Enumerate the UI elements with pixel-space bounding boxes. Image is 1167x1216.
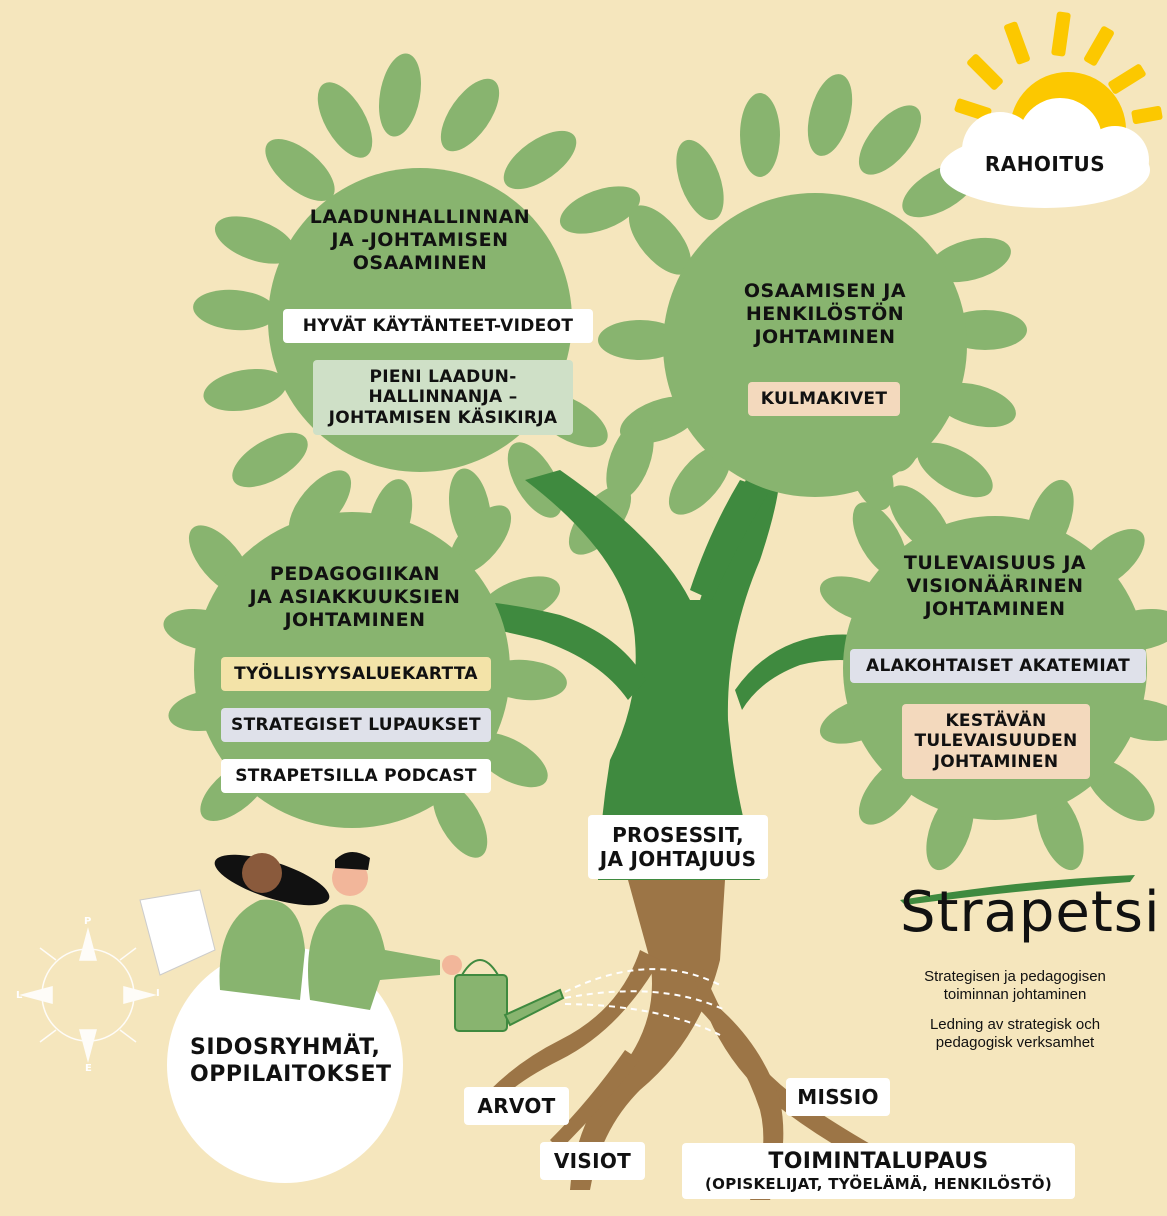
leaf bbox=[193, 289, 277, 331]
box-line: TULEVAISUUDEN bbox=[914, 731, 1078, 752]
heading-line: JOHTAMINEN bbox=[924, 598, 1066, 621]
mission-box[interactable]: MISSIO bbox=[786, 1078, 890, 1116]
operating-promise-box[interactable]: TOIMINTALUPAUS (OPISKELIJAT, TYÖELÄMÄ, H… bbox=[682, 1143, 1075, 1200]
leaf bbox=[448, 505, 512, 575]
compass-north-letter: P bbox=[84, 916, 92, 927]
circle-future-heading: TULEVAISUUS JA VISIONÄÄRINEN JOHTAMINEN bbox=[880, 552, 1110, 622]
watering-can-icon bbox=[454, 959, 565, 1032]
leaf bbox=[929, 237, 1011, 283]
leaf bbox=[917, 442, 993, 498]
leaf bbox=[559, 186, 641, 234]
box-line: KESTÄVÄN bbox=[945, 711, 1047, 731]
leaf bbox=[440, 78, 500, 152]
values-box[interactable]: ARVOT bbox=[464, 1087, 569, 1125]
leaf bbox=[858, 105, 922, 175]
circle-quality-heading: LAADUNHALLINNAN JA -JOHTAMISEN OSAAMINEN bbox=[300, 206, 540, 276]
brand-swoosh bbox=[900, 875, 1135, 905]
visions-box[interactable]: VISIOT bbox=[540, 1142, 645, 1180]
heading-line: VISIONÄÄRINEN bbox=[906, 575, 1084, 598]
tagline-line: pedagogisk verksamhet bbox=[935, 1034, 1095, 1051]
label-line: OPPILAITOKSET bbox=[190, 1061, 392, 1087]
circle-pedagogy-heading: PEDAGOGIIKAN JA ASIAKKUUKSIEN JOHTAMINEN bbox=[225, 563, 485, 633]
heading-line: JOHTAMINEN bbox=[284, 609, 426, 632]
strapetsi-logo: Strapetsi bbox=[900, 880, 1161, 945]
podcast-box[interactable]: STRAPETSILLA PODCAST bbox=[221, 759, 491, 794]
good-practices-videos-box[interactable]: HYVÄT KÄYTÄNTEET-VIDEOT bbox=[283, 309, 593, 344]
leaf bbox=[676, 139, 724, 221]
leaf bbox=[807, 74, 853, 156]
tagline-line: Strategisen ja pedagogisen bbox=[924, 968, 1106, 985]
box-line: JOHTAMISEN KÄSIKIRJA bbox=[328, 407, 558, 428]
compass-east-letter: I bbox=[156, 988, 160, 999]
box-line: JOHTAMINEN bbox=[933, 751, 1059, 772]
leaf bbox=[378, 53, 422, 137]
leaf bbox=[598, 320, 682, 360]
sustainable-future-box[interactable]: KESTÄVÄN TULEVAISUUDEN JOHTAMINEN bbox=[902, 704, 1090, 780]
tagline-line: toiminnan johtaminen bbox=[943, 986, 1087, 1003]
compass-south-letter: E bbox=[85, 1063, 92, 1074]
tagline-sv: Ledning av strategisk och pedagogisk ver… bbox=[890, 1016, 1140, 1052]
leaf bbox=[606, 419, 654, 501]
leaf bbox=[317, 82, 373, 158]
compass-icon bbox=[19, 927, 157, 1063]
leaf bbox=[668, 445, 732, 515]
heading-line: OSAAMISEN JA bbox=[743, 280, 907, 302]
box-line: JA JOHTAJUUS bbox=[599, 847, 757, 871]
label-line: SIDOSRYHMÄT, bbox=[190, 1035, 381, 1060]
box-line: HALLINNANJA – bbox=[368, 387, 518, 408]
box-line: PIENI LAADUN- bbox=[369, 367, 517, 387]
heading-line: JA -JOHTAMISEN bbox=[331, 229, 509, 252]
tagline-line: Ledning av strategisk och bbox=[929, 1016, 1101, 1033]
stakeholders-label: SIDOSRYHMÄT, OPPILAITOKSET bbox=[190, 1035, 392, 1089]
cloud-icon bbox=[940, 98, 1150, 208]
people-illustration bbox=[139, 851, 462, 1010]
compass-west-letter: L bbox=[16, 990, 23, 1001]
leaf bbox=[740, 93, 780, 177]
leaf bbox=[472, 732, 548, 788]
leaf bbox=[232, 432, 308, 488]
stakeholders-circle bbox=[167, 947, 403, 1183]
box-line: PROSESSIT, bbox=[612, 823, 744, 847]
heading-line: TULEVAISUUS JA bbox=[903, 552, 1087, 574]
leaf bbox=[503, 130, 577, 190]
academies-box[interactable]: ALAKOHTAISET AKATEMIAT bbox=[850, 649, 1146, 684]
heading-line: OSAAMINEN bbox=[352, 252, 488, 275]
leaf bbox=[628, 205, 692, 275]
strategic-promises-box[interactable]: STRATEGISET LUPAUKSET bbox=[221, 708, 491, 743]
leaf bbox=[432, 782, 488, 858]
funding-label: RAHOITUS bbox=[984, 152, 1106, 176]
leaf bbox=[214, 216, 296, 264]
heading-line: JA ASIAKKUUKSIEN bbox=[249, 586, 461, 609]
leaf bbox=[203, 368, 287, 412]
tagline-fi: Strategisen ja pedagogisen toiminnan joh… bbox=[890, 968, 1140, 1004]
heading-line: HENKILÖSTÖN bbox=[745, 303, 905, 326]
heading-line: LAADUNHALLINNAN bbox=[309, 206, 531, 228]
promise-detail: (OPISKELIJAT, TYÖELÄMÄ, HENKILÖSTÖ) bbox=[705, 1175, 1052, 1194]
heading-line: JOHTAMINEN bbox=[754, 326, 896, 349]
employment-map-box[interactable]: TYÖLLISYYSALUEKARTTA bbox=[221, 657, 491, 692]
cornerstones-box[interactable]: KULMAKIVET bbox=[748, 382, 900, 417]
quality-handbook-box[interactable]: PIENI LAADUN- HALLINNANJA – JOHTAMISEN K… bbox=[313, 360, 573, 436]
water-spray bbox=[564, 968, 726, 1036]
leaf bbox=[265, 138, 335, 202]
processes-leadership-box[interactable]: PROSESSIT, JA JOHTAJUUS bbox=[588, 815, 768, 879]
circle-competence-heading: OSAAMISEN JA HENKILÖSTÖN JOHTAMINEN bbox=[715, 280, 935, 350]
promise-title: TOIMINTALUPAUS bbox=[768, 1149, 989, 1174]
heading-line: PEDAGOGIIKAN bbox=[269, 563, 441, 585]
